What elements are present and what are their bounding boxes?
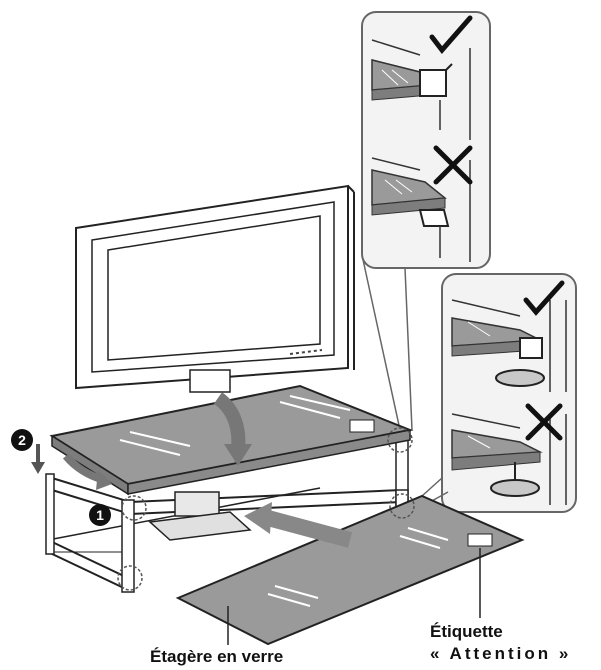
check-icon bbox=[429, 15, 473, 54]
slide-arrow-icon bbox=[244, 502, 353, 548]
label-attention-line2: « Attention » bbox=[430, 644, 572, 663]
detail-correct-bottom bbox=[451, 299, 567, 392]
step-number-1: 1 bbox=[96, 507, 104, 523]
cross-icon bbox=[433, 145, 473, 185]
down-arrow-icon bbox=[31, 444, 45, 474]
detail-wrong-top bbox=[371, 157, 471, 262]
step-number-2: 2 bbox=[18, 432, 26, 448]
detail-correct-top bbox=[371, 39, 471, 140]
label-glass-shelf: Étagère en verre bbox=[150, 647, 284, 666]
callout-panel-top bbox=[361, 11, 491, 269]
curved-arrow-icon bbox=[62, 453, 112, 490]
label-attention-line1: Étiquette bbox=[430, 622, 503, 641]
check-icon bbox=[523, 280, 565, 316]
rack-frame bbox=[45, 439, 409, 593]
cross-icon bbox=[525, 403, 563, 441]
callout-panel-bottom bbox=[441, 273, 577, 513]
step-badge-1: 1 bbox=[89, 504, 111, 526]
step-badge-2: 2 bbox=[11, 429, 33, 451]
detail-markers bbox=[117, 427, 415, 591]
detail-wrong-bottom bbox=[451, 413, 567, 505]
tv bbox=[75, 184, 355, 393]
curved-arrow-icon bbox=[213, 392, 252, 466]
